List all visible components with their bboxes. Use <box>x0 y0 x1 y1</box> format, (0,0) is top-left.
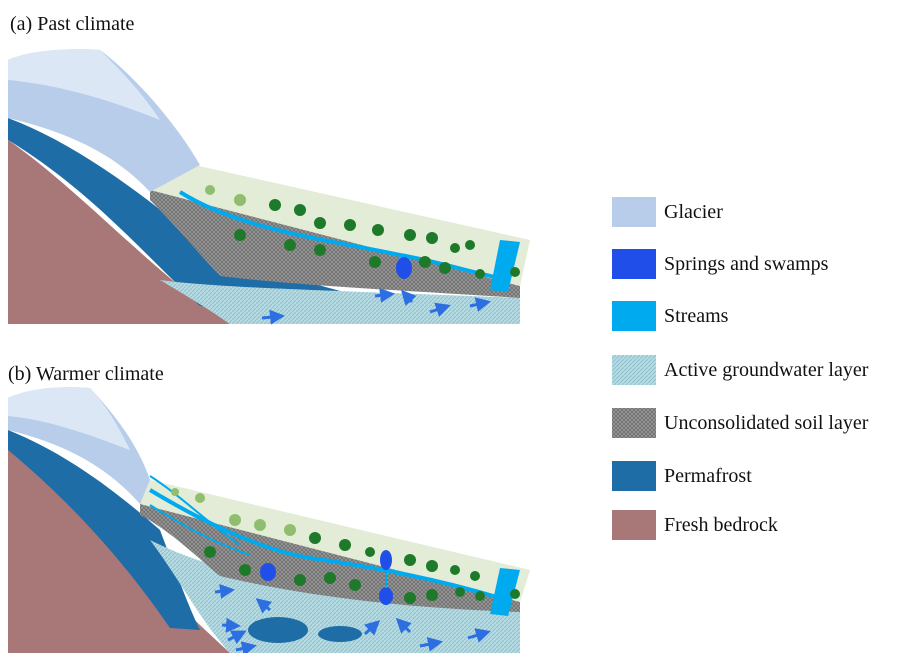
legend-label: Streams <box>664 305 728 328</box>
soil-swatch <box>612 408 656 438</box>
legend-item-soil: Unconsolidated soil layer <box>612 407 868 439</box>
springs-swatch <box>612 249 656 279</box>
legend-item-springs: Springs and swamps <box>612 248 828 280</box>
legend-item-streams: Streams <box>612 300 728 332</box>
legend-label: Active groundwater layer <box>664 359 868 382</box>
legend-item-glacier: Glacier <box>612 196 723 228</box>
legend-label: Fresh bedrock <box>664 514 778 537</box>
legend-item-groundwater: Active groundwater layer <box>612 354 868 386</box>
legend-label: Glacier <box>664 201 723 224</box>
bedrock-swatch <box>612 510 656 540</box>
streams-swatch <box>612 301 656 331</box>
glacier-swatch <box>612 197 656 227</box>
past-climate-diagram <box>0 40 560 340</box>
legend-item-bedrock: Fresh bedrock <box>612 509 778 541</box>
legend-item-permafrost: Permafrost <box>612 460 752 492</box>
legend-label: Springs and swamps <box>664 253 828 276</box>
permafrost-swatch <box>612 461 656 491</box>
panel-a-title: (a) Past climate <box>10 14 134 34</box>
legend-label: Permafrost <box>664 465 752 488</box>
groundwater-swatch <box>612 355 656 385</box>
legend-label: Unconsolidated soil layer <box>664 412 868 435</box>
warmer-climate-diagram <box>0 380 560 653</box>
legend: Glacier Springs and swamps Streams Activ… <box>612 0 912 653</box>
spring <box>396 257 412 279</box>
